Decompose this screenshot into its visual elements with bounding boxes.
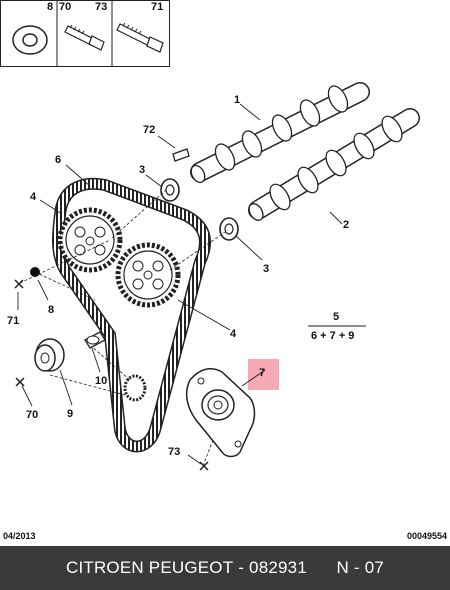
footer-separator: -	[233, 558, 250, 577]
diagram-code: 00049554	[406, 531, 447, 541]
callout-9: 9	[67, 408, 73, 420]
footer-diagram-ref: N - 07	[336, 558, 385, 577]
callout-72: 72	[143, 124, 155, 136]
leader-lines	[17, 103, 366, 465]
formula-top: 5	[333, 311, 339, 323]
callout-1: 1	[234, 94, 240, 106]
screw-icon	[116, 22, 164, 53]
diagram-date: 04/2013	[3, 531, 36, 541]
callout-8: 8	[48, 304, 54, 316]
bolt-icon	[64, 24, 105, 51]
callout-73: 73	[168, 446, 180, 458]
tensioner	[185, 367, 256, 458]
header-parts-panel: 8 70 73 71	[0, 0, 170, 67]
timing-belt	[52, 177, 211, 453]
key-icon	[172, 148, 190, 162]
dot-part	[30, 267, 40, 277]
header-box-73-number: 73	[95, 1, 107, 13]
header-box-71-number: 71	[151, 1, 163, 13]
camshaft-lower	[248, 108, 420, 221]
header-box-8-number: 8	[47, 1, 53, 13]
washer-lower	[219, 217, 239, 241]
sprocket-left	[57, 207, 123, 273]
callout-3-upper: 3	[139, 164, 145, 176]
header-box-70-number: 70	[59, 1, 71, 13]
footer-gap	[307, 558, 337, 578]
washer-upper	[160, 178, 180, 202]
footer-bar: CITROEN PEUGEOT - 082931 N - 07	[0, 546, 450, 590]
timing-belt-diagram: 8 70 73 71	[0, 0, 420, 471]
callout-7: 7	[259, 367, 265, 379]
callout-3-lower: 3	[263, 263, 269, 275]
formula-bottom: 6 + 7 + 9	[311, 330, 354, 342]
washer-icon	[12, 25, 48, 55]
stud	[84, 331, 106, 349]
callout-71: 71	[7, 315, 19, 327]
callout-4-belt: 4	[230, 328, 237, 340]
callout-6: 6	[55, 154, 61, 166]
tensioner-highlight-box	[248, 359, 279, 390]
callout-4-sprocket: 4	[30, 191, 37, 203]
screw-markers	[14, 279, 209, 471]
footer-part-number: 082931	[249, 558, 307, 577]
callout-2: 2	[343, 219, 349, 231]
camshaft-upper	[190, 82, 370, 184]
callout-10: 10	[95, 375, 107, 387]
callout-70: 70	[26, 409, 38, 421]
idler-roller	[34, 338, 65, 372]
crank-sprocket	[123, 374, 147, 402]
footer-brand: CITROEN PEUGEOT	[65, 558, 234, 577]
sprocket-right	[115, 242, 181, 308]
